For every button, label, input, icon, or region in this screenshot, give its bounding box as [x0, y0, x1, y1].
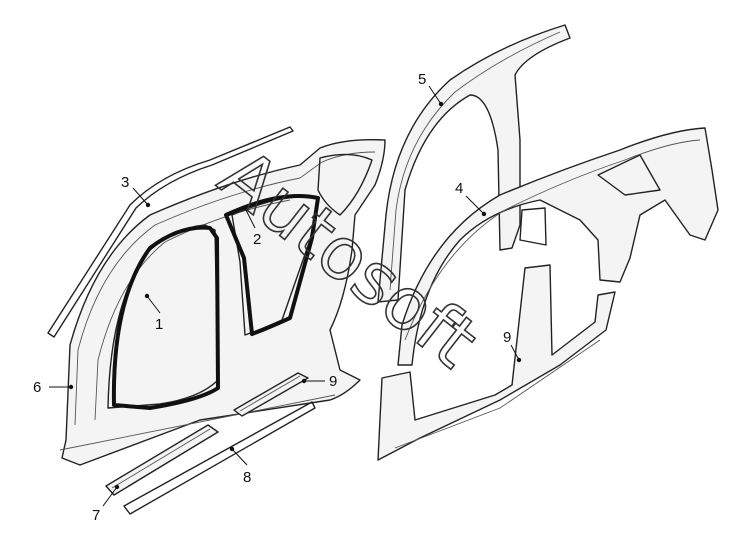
callout-6-label: 6	[33, 379, 41, 396]
callout-7: 7	[92, 484, 120, 524]
callout-2-label: 2	[253, 231, 261, 248]
left-body-side-panel	[59, 139, 386, 466]
callout-5: 5	[418, 71, 444, 107]
callout-9-left-label: 9	[329, 373, 337, 390]
callout-4: 4	[455, 180, 487, 217]
callout-8-label: 8	[243, 469, 251, 486]
callout-3-label: 3	[121, 174, 129, 191]
callout-6: 6	[33, 379, 74, 396]
roof-moulding-part-3	[47, 126, 294, 338]
callout-2: 2	[242, 205, 261, 248]
callout-1-label: 1	[155, 316, 163, 333]
sill-plate-part-7	[105, 424, 219, 496]
right-upper-frame-part-5	[377, 24, 571, 303]
callout-8: 8	[229, 446, 251, 486]
callout-7-label: 7	[92, 507, 100, 524]
sill-plate-part-9-upper	[233, 372, 309, 417]
callout-1: 1	[144, 293, 163, 333]
callout-9-right-label: 9	[503, 329, 511, 346]
sill-moulding-part-8	[123, 401, 316, 515]
rear-door-seal-part-2	[224, 194, 320, 336]
callout-4-label: 4	[455, 180, 463, 197]
callout-5-label: 5	[418, 71, 426, 88]
callout-3: 3	[121, 174, 151, 208]
callout-9-right: 9	[503, 329, 522, 363]
front-door-seal-part-1	[111, 225, 220, 410]
right-body-side-panel-part-4	[397, 127, 719, 366]
callout-9-left: 9	[301, 373, 337, 390]
right-lower-sill	[377, 264, 616, 461]
